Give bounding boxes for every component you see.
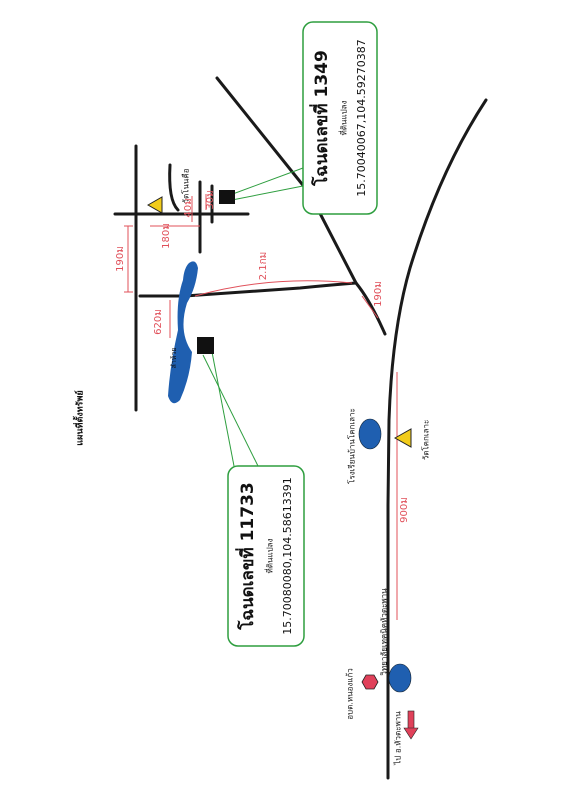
map-title: แผนที่ตั้งทรัพย์ [73, 390, 86, 445]
village-road-upper-curve [168, 163, 180, 212]
distance-620: 620ม [153, 309, 164, 335]
direction-arrow-down-icon [403, 710, 419, 740]
school-main-label: โรงเรียนบ้านโคกเลาะ [347, 408, 357, 484]
road-to-village [138, 281, 358, 298]
temple-main-label: วัดโคกเลาะ [421, 420, 431, 461]
distance-190-right: 190ม [373, 281, 384, 307]
temple-top-triangle-icon [146, 196, 163, 214]
distance-180: 180ม [161, 223, 172, 249]
school-main-circle-icon [358, 418, 382, 450]
college-circle-icon [388, 663, 412, 693]
temple-top-label: วัดโนนคือ [181, 168, 191, 203]
callout-lines [202, 167, 304, 467]
parcel-1349-square-marker-icon [219, 190, 235, 204]
dim-190-right-line [361, 295, 379, 319]
parcel-1349-deed-label: โฉนดเลขที่ 1349 [309, 50, 332, 187]
parcel-1349-subtitle: ที่ดินแปลง [338, 100, 349, 135]
direction-label: ไป อ.หัวตะพาน [394, 711, 403, 766]
main-road [386, 98, 488, 780]
distance-40: 40ม [183, 198, 194, 217]
lake-label: ลำห้วย [170, 348, 178, 369]
distance-30: 30ม [205, 190, 216, 209]
parcel-1349-coords: 15.70040067,104.59270387 [355, 39, 368, 196]
distance-900: 900ม [399, 497, 410, 523]
parcel-11733-deed-label: โฉนดเลขที่ 11733 [235, 482, 258, 631]
parcel-11733-square-marker-icon [197, 337, 214, 354]
distance-markers [124, 194, 398, 620]
parcel-1349-callout-box [302, 21, 378, 215]
parcel-11733-subtitle: ที่ดินแปลง [264, 538, 275, 573]
distance-2-1km: 2.1กม [258, 252, 269, 281]
branch-road-to-main [354, 281, 387, 336]
college-label: วิทยาลัยเทคนิคหัวตะพาน [380, 588, 389, 676]
temple-main-triangle-icon [393, 428, 412, 448]
parcel-11733-callout-box [227, 465, 305, 647]
hall-hexagon-icon [361, 674, 379, 690]
distance-190-left: 190ม [115, 246, 126, 272]
lake-shape [168, 261, 198, 404]
dim-2-1km-line [194, 280, 353, 297]
parcel-11733-coords: 15.70080080,104.58613391 [281, 477, 294, 634]
hall-label: อบต.หนองแก้ว [346, 668, 355, 720]
